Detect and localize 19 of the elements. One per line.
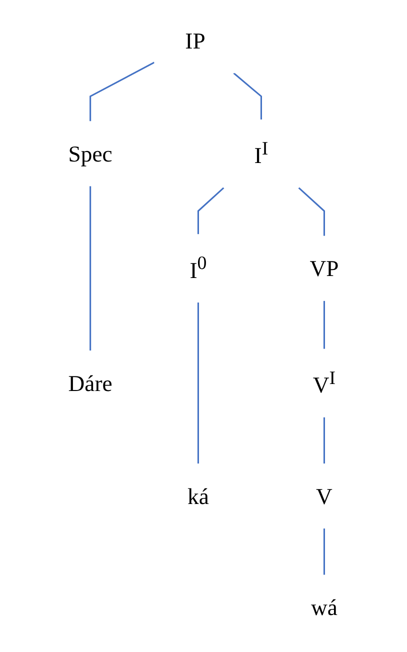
node-text: VP (310, 255, 339, 282)
connector (197, 187, 224, 234)
node-text: I$^{0}$ (190, 252, 207, 283)
node-text: wá (311, 594, 338, 620)
node-text: Spec (68, 140, 112, 167)
connector (197, 302, 199, 464)
connector (90, 186, 92, 351)
connector (233, 72, 262, 120)
node-text: I$^{I}$ (254, 138, 268, 168)
node-text: V$^{I}$ (312, 367, 336, 398)
connector (90, 62, 155, 122)
node-text: ká (188, 483, 209, 509)
node-text: IP (185, 28, 206, 54)
connector (323, 300, 325, 349)
node-text: Dáre (68, 370, 112, 396)
connector (323, 528, 325, 575)
connector (298, 187, 325, 236)
node-text: V (316, 483, 332, 509)
connector (323, 417, 325, 464)
